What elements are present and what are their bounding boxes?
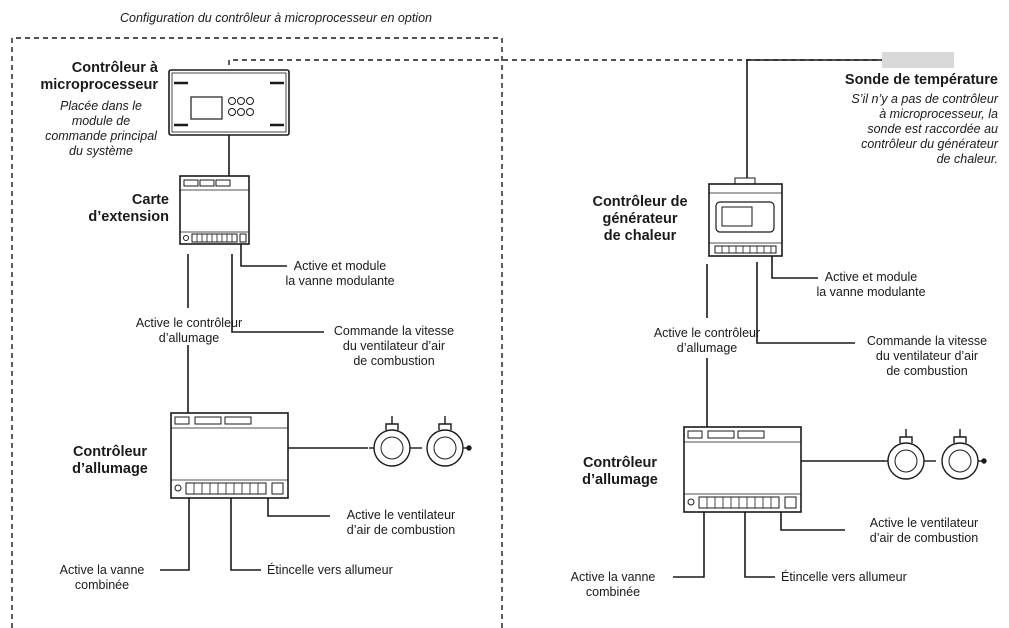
right-ignition-ctrl-line-2: d’allumage bbox=[676, 341, 738, 355]
micro-note-line: du système bbox=[69, 144, 133, 158]
heater-controller bbox=[708, 177, 783, 257]
sensor-note-line: à microprocesseur, la bbox=[879, 107, 998, 121]
left-fan-speed-line: Commande la vitesse bbox=[333, 324, 455, 338]
right-combo-valve-line-1: Active la vanne bbox=[570, 570, 656, 584]
right-fan-speed-line: du ventilateur d’air bbox=[875, 349, 979, 363]
ext-valve-wire bbox=[240, 244, 287, 267]
left-valve-mod-line-2: la vanne modulante bbox=[285, 274, 395, 288]
left-spark-wire bbox=[230, 498, 261, 571]
left-valve-mod-label: Active et module la vanne modulante bbox=[280, 259, 400, 289]
micro-title: Contrôleur à microprocesseur bbox=[40, 60, 158, 94]
heater-title-line: Contrôleur de bbox=[592, 194, 688, 210]
microprocessor-controller bbox=[168, 69, 290, 136]
left-fan-speed-label: Commande la vitesse du ventilateur d’air… bbox=[320, 324, 468, 369]
right-flame-sensors bbox=[883, 429, 987, 480]
right-fan-speed-label: Commande la vitesse du ventilateur d’air… bbox=[853, 334, 1001, 379]
right-fan-on-label: Active le ventilateur d’air de combustio… bbox=[849, 516, 999, 546]
right-ignition-title-line-1: Contrôleur bbox=[582, 455, 658, 471]
sensor-note: S’il n’y a pas de contrôleur à microproc… bbox=[851, 92, 998, 167]
sensor-title: Sonde de température bbox=[844, 72, 998, 88]
sensor-note-line: contrôleur du générateur bbox=[861, 137, 998, 151]
heater-fan-speed-wire bbox=[756, 262, 855, 344]
left-spark-label: Étincelle vers allumeur bbox=[267, 563, 393, 577]
extension-title: Carte d’extension bbox=[88, 192, 169, 226]
micro-note-line: Placée dans le bbox=[59, 99, 142, 113]
heater-title-line: générateur bbox=[602, 211, 678, 227]
right-ignition-title-line-2: d’allumage bbox=[582, 472, 658, 488]
left-combo-valve-line-1: Active la vanne bbox=[59, 563, 145, 577]
left-fan-wire bbox=[267, 498, 330, 517]
right-ignition-controller bbox=[683, 426, 802, 513]
left-combo-valve-wire bbox=[160, 498, 190, 571]
right-ignition-title: Contrôleur d’allumage bbox=[560, 455, 680, 489]
extension-title-line-2: d’extension bbox=[88, 209, 169, 225]
left-fan-speed-line: du ventilateur d’air bbox=[342, 339, 446, 353]
sensor-wire bbox=[746, 59, 882, 178]
diagram-caption: Configuration du contrôleur à microproce… bbox=[120, 11, 432, 25]
sensor-dashed-link bbox=[228, 59, 882, 65]
micro-note-line: module de bbox=[71, 114, 131, 128]
right-fan-speed-line: de combustion bbox=[886, 364, 968, 378]
sensor-note-line: S’il n’y a pas de contrôleur bbox=[851, 92, 998, 106]
micro-note-line: commande principal bbox=[45, 129, 157, 143]
right-fan-wire bbox=[780, 512, 845, 531]
extension-title-line-1: Carte bbox=[131, 192, 169, 208]
left-ignition-ctrl-line-2: d’allumage bbox=[158, 331, 220, 345]
right-combo-valve-label: Active la vanne combinée bbox=[553, 570, 673, 600]
left-ignition-ctrl-label: Active le contrôleur d’allumage bbox=[74, 316, 304, 346]
right-combo-valve-line-2: combinée bbox=[585, 585, 641, 599]
left-ignition-title-line-2: d’allumage bbox=[72, 461, 148, 477]
left-ignition-ctrl-line-1: Active le contrôleur bbox=[135, 316, 243, 330]
right-ignition-ctrl-line-1: Active le contrôleur bbox=[653, 326, 761, 340]
heater-title: Contrôleur de générateur de chaleur bbox=[580, 194, 700, 245]
extension-board bbox=[179, 175, 250, 245]
sensor-note-line: sonde est raccordée au bbox=[867, 122, 998, 136]
right-valve-mod-label: Active et module la vanne modulante bbox=[811, 270, 931, 300]
right-valve-mod-line-2: la vanne modulante bbox=[816, 285, 926, 299]
ext-fan-speed-wire bbox=[231, 254, 324, 333]
right-fan-on-line-2: d’air de combustion bbox=[869, 531, 979, 545]
left-fan-on-line-1: Active le ventilateur bbox=[346, 508, 456, 522]
left-flame-sensors bbox=[369, 416, 472, 467]
right-spark-wire bbox=[744, 512, 775, 578]
left-combo-valve-line-2: combinée bbox=[74, 578, 130, 592]
right-spark-label: Étincelle vers allumeur bbox=[781, 570, 907, 584]
heater-valve-wire bbox=[771, 256, 818, 279]
right-combo-valve-wire bbox=[673, 512, 705, 578]
right-valve-mod-line-1: Active et module bbox=[824, 270, 918, 284]
micro-title-line-1: Contrôleur à bbox=[71, 60, 158, 76]
left-fan-on-line-2: d’air de combustion bbox=[346, 523, 456, 537]
right-ignition-ctrl-label: Active le contrôleur d’allumage bbox=[592, 326, 822, 356]
left-fan-on-label: Active le ventilateur d’air de combustio… bbox=[326, 508, 476, 538]
micro-note: Placée dans le module de commande princi… bbox=[30, 99, 172, 159]
left-ignition-controller bbox=[170, 412, 289, 499]
micro-title-line-2: microprocesseur bbox=[40, 77, 158, 93]
temperature-sensor bbox=[882, 52, 954, 68]
left-ignition-title: Contrôleur d’allumage bbox=[50, 444, 170, 478]
left-fan-speed-line: de combustion bbox=[353, 354, 435, 368]
heater-title-line: de chaleur bbox=[603, 228, 677, 244]
sensor-note-line: de chaleur. bbox=[936, 152, 998, 166]
left-ignition-title-line-1: Contrôleur bbox=[72, 444, 148, 460]
right-fan-on-line-1: Active le ventilateur bbox=[869, 516, 979, 530]
left-combo-valve-label: Active la vanne combinée bbox=[42, 563, 162, 593]
right-fan-speed-line: Commande la vitesse bbox=[866, 334, 988, 348]
left-valve-mod-line-1: Active et module bbox=[293, 259, 387, 273]
